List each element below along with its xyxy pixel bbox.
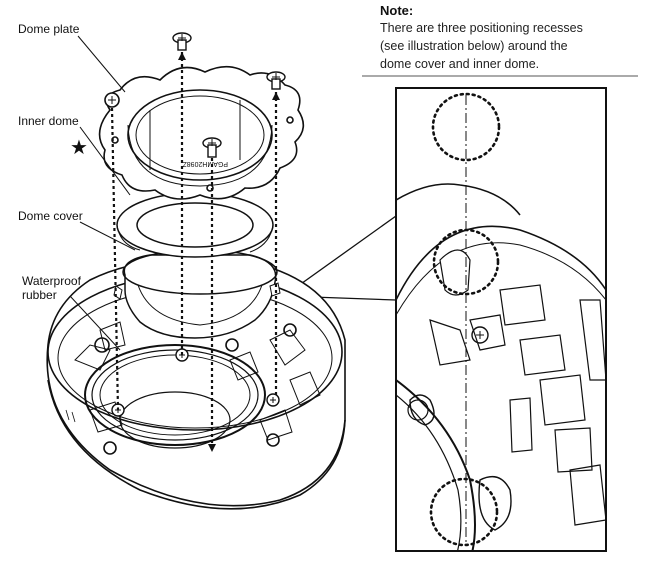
dome-cover xyxy=(113,249,281,339)
note-line-2: (see illustration below) around the xyxy=(380,39,568,53)
leader-lines xyxy=(69,35,136,351)
note-title: Note: xyxy=(380,3,413,18)
guide-arrowheads xyxy=(178,52,280,452)
note-block: Note: There are three positioning recess… xyxy=(362,3,638,77)
note-line-1: There are three positioning recesses xyxy=(380,21,583,35)
label-waterproof: Waterproof xyxy=(22,274,82,288)
dome-plate: PGAMH2098Z xyxy=(98,65,305,200)
star-icon: ★ xyxy=(70,135,88,159)
screw-icon xyxy=(172,32,192,51)
screw-icon xyxy=(266,71,286,90)
label-dome-plate: Dome plate xyxy=(18,22,80,36)
note-line-3: dome cover and inner dome. xyxy=(380,57,539,71)
screw-icon xyxy=(202,137,222,158)
assembly-guides xyxy=(110,52,278,452)
label-inner-dome: Inner dome xyxy=(18,114,79,128)
label-dome-cover: Dome cover xyxy=(18,209,83,223)
dashed-circle-marker xyxy=(432,228,500,296)
dashed-circle-marker xyxy=(431,92,501,162)
plate-marking: PGAMH2098Z xyxy=(182,160,228,167)
dashed-circle-marker xyxy=(429,477,499,547)
zoom-inset xyxy=(395,87,607,552)
base-housing xyxy=(46,257,346,510)
screws xyxy=(172,32,286,158)
inner-dome xyxy=(116,192,274,258)
label-rubber: rubber xyxy=(22,288,57,302)
